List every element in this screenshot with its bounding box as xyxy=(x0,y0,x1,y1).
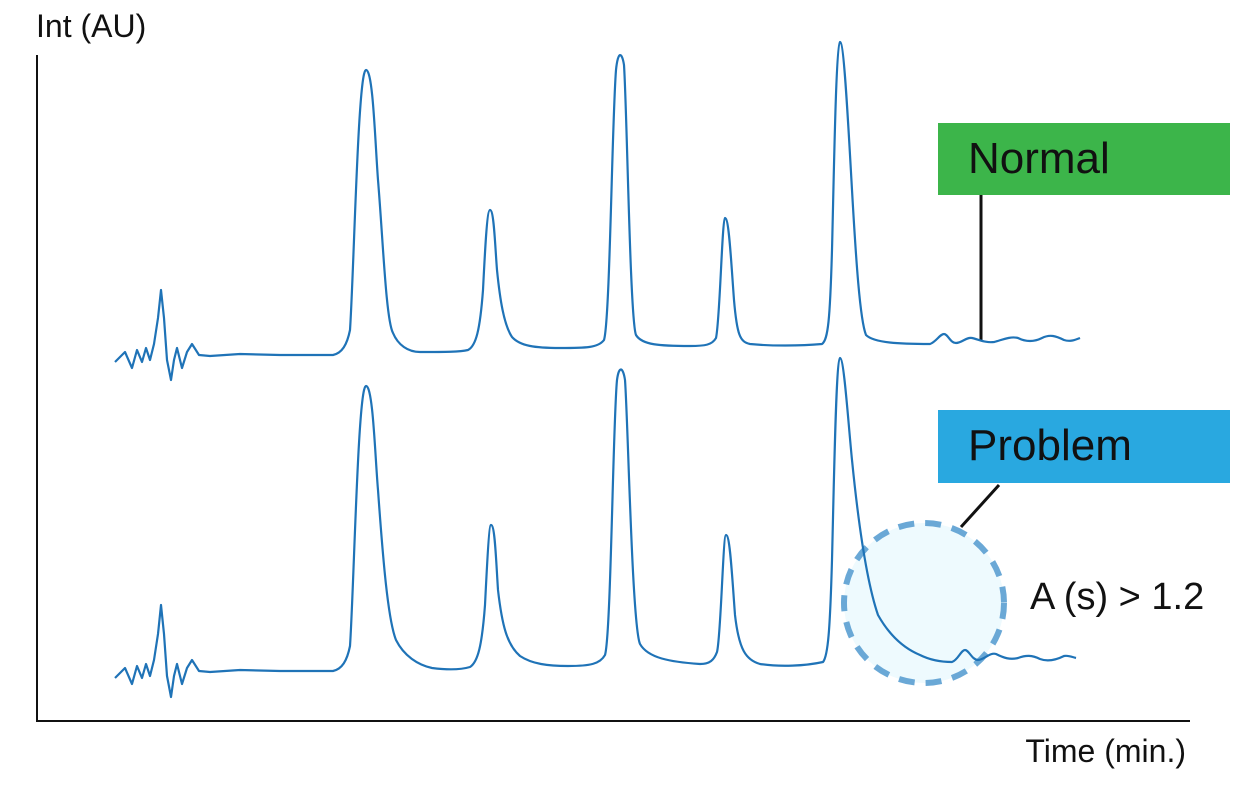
normal-trace xyxy=(114,40,1081,382)
x-axis-title: Time (min.) xyxy=(1025,733,1186,769)
problem-label-text: Problem xyxy=(968,421,1132,470)
problem-connector-line xyxy=(959,483,1001,529)
normal-label-text: Normal xyxy=(968,134,1110,183)
problem-label-badge: Problem xyxy=(938,410,1230,483)
problem-trace xyxy=(114,356,1077,699)
tailing-highlight-circle xyxy=(841,520,1007,686)
asymmetry-annotation: A (s) > 1.2 xyxy=(1030,576,1205,618)
y-axis-title: Int (AU) xyxy=(36,8,147,44)
normal-label-badge: Normal xyxy=(938,123,1230,195)
